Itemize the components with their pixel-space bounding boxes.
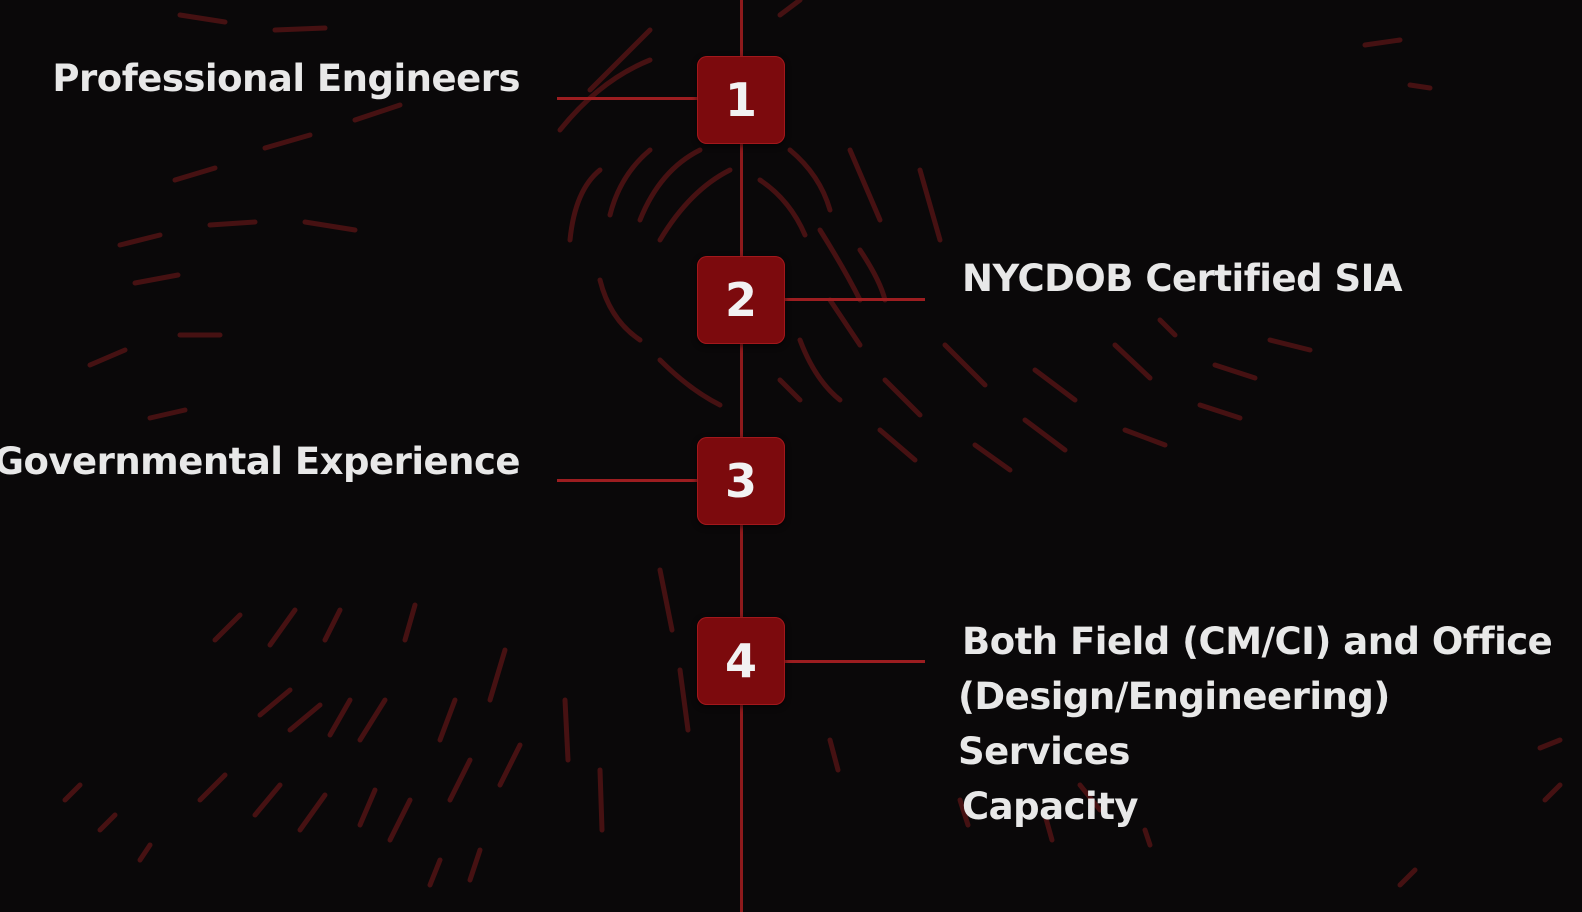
connector-line-3 [557,479,697,482]
step-label-professional-engineers: Professional Engineers [52,57,520,100]
step-label-governmental-experience: Governmental Experience [0,440,521,483]
step-number-box-1: 1 [697,56,785,144]
step-number-1: 1 [724,73,757,127]
step-number-2: 2 [724,273,757,327]
step-label-line-1: Both Field (CM/CI) and Office [962,620,1553,663]
step-label-line-2: (Design/Engineering) Services [958,675,1390,773]
connector-line-2 [785,298,925,301]
step-label-line-3: Capacity [962,785,1139,828]
step-label-nycdob-certified-sia: NYCDOB Certified SIA [962,257,1403,300]
connector-line-1 [557,97,697,100]
step-number-box-3: 3 [697,437,785,525]
step-number-4: 4 [724,634,757,688]
step-number-box-4: 4 [697,617,785,705]
step-number-3: 3 [724,454,757,508]
step-number-box-2: 2 [697,256,785,344]
connector-line-4 [785,660,925,663]
step-label-field-and-office-services: Both Field (CM/CI) and Office (Design/En… [958,614,1562,834]
